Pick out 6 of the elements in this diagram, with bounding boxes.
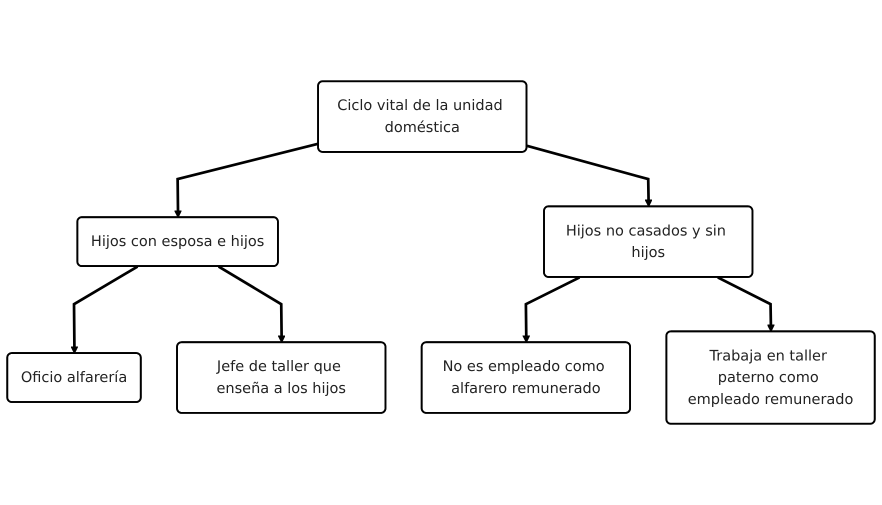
arrow [717,276,775,332]
arrow [218,265,286,344]
arrow [174,142,319,218]
arrow [522,276,580,344]
arrow [70,265,138,354]
arrow [526,144,653,208]
